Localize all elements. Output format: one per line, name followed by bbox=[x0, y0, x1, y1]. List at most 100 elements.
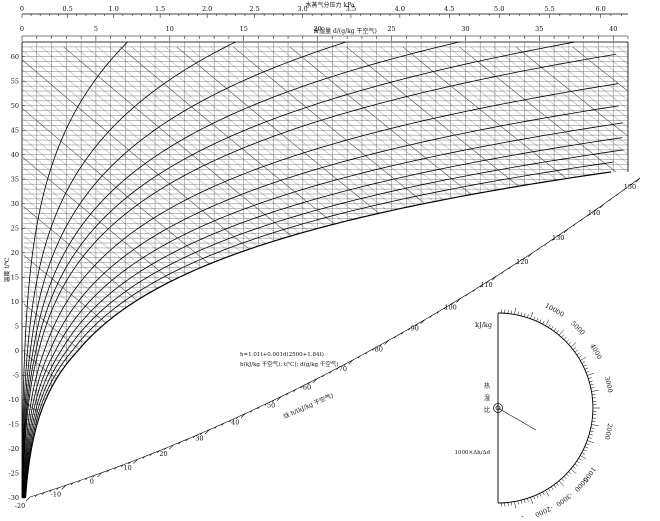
protractor-tick bbox=[587, 373, 594, 375]
protractor-tick bbox=[527, 498, 528, 501]
y-axis-tick-label: 0 bbox=[15, 347, 19, 355]
y-axis-tick-label: -25 bbox=[9, 470, 19, 478]
top-axis-tick-label: 2.5 bbox=[249, 5, 259, 13]
enthalpy-tick-label: 70 bbox=[339, 365, 347, 373]
y-axis-tick-label: 45 bbox=[11, 126, 19, 134]
protractor-tick bbox=[527, 314, 528, 317]
protractor-tick bbox=[543, 321, 545, 324]
protractor-tick bbox=[543, 492, 545, 495]
enthalpy-tick bbox=[636, 178, 640, 182]
enthalpy-tick-label: 110 bbox=[480, 281, 492, 289]
top-axis-tick-label: 6.0 bbox=[595, 5, 605, 13]
protractor-tick bbox=[582, 362, 585, 364]
protractor-side-label-char: 比 bbox=[484, 406, 490, 414]
protractor-tick bbox=[534, 317, 535, 320]
x-axis-tick-label: 40 bbox=[609, 25, 617, 33]
y-axis-tick-label: 10 bbox=[11, 298, 19, 306]
protractor-tick bbox=[583, 365, 586, 367]
protractor-tick bbox=[590, 431, 593, 432]
protractor-tick bbox=[571, 469, 576, 473]
protractor-tick bbox=[564, 337, 566, 340]
protractor-tick bbox=[580, 357, 586, 361]
top-axis-tick-label: 0.5 bbox=[62, 5, 72, 13]
enthalpy-tick-label: 30 bbox=[195, 435, 203, 443]
top-axis-tick-label: 2.0 bbox=[202, 5, 212, 13]
protractor-tick bbox=[554, 485, 556, 488]
protractor-tick bbox=[548, 489, 550, 492]
top-axis-title: 水蒸气分压力 kPa bbox=[306, 1, 355, 9]
protractor-tick bbox=[514, 308, 515, 315]
protractor-tick bbox=[556, 330, 558, 333]
protractor-tick bbox=[575, 350, 578, 352]
protractor-tick bbox=[537, 318, 538, 321]
protractor-tick bbox=[579, 458, 582, 460]
rh-curve-80 bbox=[25, 150, 624, 498]
protractor-tick bbox=[579, 356, 582, 358]
protractor-tick bbox=[590, 384, 593, 385]
y-axis-tick-label: 55 bbox=[11, 77, 19, 85]
enthalpy-line bbox=[629, 47, 654, 67]
enthalpy-tick-label: 90 bbox=[411, 325, 419, 333]
protractor-side-label-char: 热 bbox=[484, 382, 490, 390]
protractor-needle bbox=[498, 408, 536, 430]
protractor-value-label: -3000 bbox=[554, 491, 574, 508]
rh-curve-25 bbox=[23, 42, 575, 498]
rh-curve-100 bbox=[25, 172, 611, 498]
protractor-tick bbox=[562, 335, 564, 338]
top-axis-tick-label: 5.0 bbox=[494, 5, 504, 13]
x-axis-tick-label: 5 bbox=[94, 25, 98, 33]
protractor-tick bbox=[521, 500, 522, 503]
enthalpy-line bbox=[0, 429, 84, 498]
y-axis-tick-label: -5 bbox=[13, 372, 19, 380]
x-axis-title: 含湿量 d/(g/kg 干空气) bbox=[313, 27, 377, 35]
enthalpy-scale bbox=[26, 178, 640, 501]
protractor-tick bbox=[566, 474, 569, 476]
protractor-tick bbox=[537, 495, 538, 498]
y-axis-tick-label: 40 bbox=[11, 151, 19, 159]
protractor-value-label: 10000 bbox=[544, 302, 566, 319]
top-axis-tick-label: 1.0 bbox=[108, 5, 118, 13]
protractor-tick bbox=[566, 340, 569, 342]
protractor-tick bbox=[573, 347, 576, 349]
y-axis-tick-label: 35 bbox=[11, 175, 19, 183]
protractor-tick bbox=[583, 450, 586, 452]
enthalpy-tick-label: -10 bbox=[51, 490, 61, 498]
enthalpy-tick bbox=[26, 497, 30, 501]
protractor-tick bbox=[591, 388, 594, 389]
protractor-tick bbox=[530, 497, 532, 504]
enthalpy-tick-label: 60 bbox=[303, 384, 311, 392]
protractor-value-label: -2000 bbox=[534, 504, 554, 517]
y-axis-tick-label: -10 bbox=[9, 396, 19, 404]
protractor-tick bbox=[551, 326, 553, 329]
y-axis-tick-label: 50 bbox=[11, 102, 19, 110]
protractor-tick bbox=[514, 502, 515, 509]
enthalpy-tick bbox=[277, 397, 281, 401]
enthalpy-tick-label: 80 bbox=[375, 345, 383, 353]
x-axis-tick-label: 0 bbox=[20, 25, 24, 33]
rh-curve-90 bbox=[25, 162, 613, 498]
x-axis-tick-label: 30 bbox=[461, 25, 469, 33]
protractor-tick bbox=[548, 324, 550, 327]
protractor-tick bbox=[588, 437, 591, 438]
x-axis-tick-label: 15 bbox=[240, 25, 248, 33]
protractor-tick bbox=[589, 434, 592, 435]
protractor-tick bbox=[556, 483, 558, 486]
y-axis-tick-label: -30 bbox=[9, 494, 19, 502]
protractor-tick bbox=[524, 499, 525, 502]
top-axis-tick-label: 0 bbox=[20, 5, 24, 13]
y-axis-tick-label: 15 bbox=[11, 274, 19, 282]
protractor-value-label: 3000 bbox=[603, 376, 614, 394]
protractor-tick bbox=[577, 353, 580, 355]
protractor-tick bbox=[573, 466, 576, 468]
protractor-ratio-label: 1000×Δh/Δd bbox=[455, 450, 491, 456]
protractor-unit: kJ/kg bbox=[475, 321, 492, 329]
x-axis-tick-label: 35 bbox=[535, 25, 543, 33]
protractor-arc bbox=[498, 313, 593, 503]
protractor-tick bbox=[588, 378, 591, 379]
top-axis-tick-label: 1.5 bbox=[155, 5, 165, 13]
top-axis-tick-label: 4.0 bbox=[395, 5, 405, 13]
protractor-value-label: 2000 bbox=[603, 423, 614, 441]
enthalpy-tick bbox=[241, 414, 245, 418]
